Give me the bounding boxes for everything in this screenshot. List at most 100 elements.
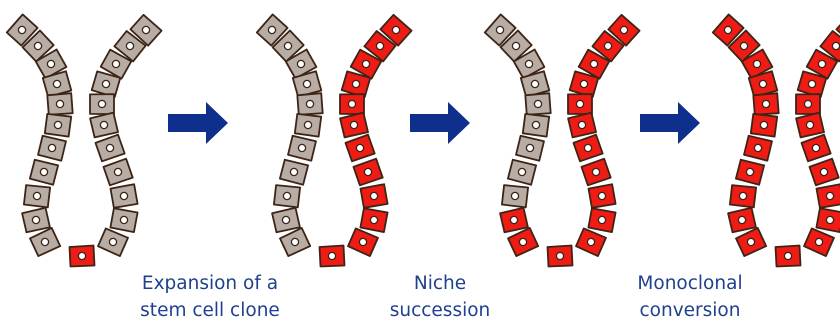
nucleus-icon — [40, 168, 47, 175]
cell-left-8 — [24, 185, 50, 207]
nucleus-icon — [109, 238, 116, 245]
cell-left-10 — [280, 228, 310, 256]
nucleus-icon — [328, 252, 335, 259]
cell-right-6 — [346, 135, 375, 162]
nucleus-icon — [598, 192, 605, 199]
nucleus-icon — [98, 100, 105, 107]
nucleus-icon — [510, 216, 517, 223]
nucleus-icon — [392, 26, 399, 33]
nucleus-icon — [282, 216, 289, 223]
nucleus-icon — [359, 238, 366, 245]
cell-left-7 — [736, 160, 764, 185]
cell-right-10 — [576, 228, 606, 256]
cell-left-9 — [22, 208, 50, 233]
nucleus-icon — [120, 192, 127, 199]
cell-right-5 — [340, 113, 368, 138]
cell-right-9 — [110, 208, 137, 232]
nucleus-icon — [826, 216, 833, 223]
nucleus-icon — [812, 144, 819, 151]
cell-bottom — [548, 246, 573, 267]
nucleus-icon — [534, 100, 541, 107]
nucleus-icon — [32, 216, 39, 223]
cell-left-9 — [500, 208, 528, 233]
cell-left-5 — [45, 114, 71, 137]
cell-left-5 — [751, 114, 777, 137]
caption-expansion: Expansion of a stem cell clone — [95, 270, 325, 324]
nucleus-icon — [518, 168, 525, 175]
nucleus-icon — [284, 42, 291, 49]
nucleus-icon — [754, 144, 761, 151]
cell-left-6 — [288, 136, 316, 161]
nucleus-icon — [304, 121, 311, 128]
cell-right-4 — [796, 94, 820, 114]
nucleus-icon — [102, 80, 109, 87]
cell-right-9 — [816, 208, 840, 232]
cell-left-7 — [508, 160, 536, 185]
cell-left-5 — [295, 114, 321, 137]
nucleus-icon — [53, 80, 60, 87]
cell-right-8 — [817, 184, 840, 208]
nucleus-icon — [511, 192, 518, 199]
cell-right-7 — [104, 159, 133, 186]
nucleus-icon — [525, 60, 532, 67]
cell-bottom — [320, 246, 345, 267]
caption-monoclonal-conversion: Monoclonal conversion — [575, 270, 805, 324]
cell-left-9 — [272, 208, 300, 233]
nucleus-icon — [526, 144, 533, 151]
nucleus-icon — [592, 168, 599, 175]
cell-left-6 — [744, 136, 772, 161]
nucleus-icon — [815, 238, 822, 245]
nucleus-icon — [112, 60, 119, 67]
nucleus-icon — [826, 192, 833, 199]
cell-right-7 — [354, 159, 383, 186]
nucleus-icon — [604, 42, 611, 49]
cell-right-8 — [361, 184, 388, 208]
cell-right-5 — [568, 113, 596, 138]
nucleus-icon — [746, 168, 753, 175]
nucleus-icon — [41, 238, 48, 245]
crypt-stage-1 — [7, 14, 162, 266]
nucleus-icon — [738, 216, 745, 223]
caption-expansion-line1: Expansion of a — [95, 270, 325, 297]
nucleus-icon — [56, 100, 63, 107]
cell-left-4 — [753, 93, 778, 115]
nucleus-icon — [18, 26, 25, 33]
nucleus-icon — [370, 192, 377, 199]
nucleus-icon — [740, 42, 747, 49]
nucleus-icon — [297, 60, 304, 67]
cell-right-9 — [360, 208, 387, 232]
nucleus-icon — [804, 100, 811, 107]
crypt-stage-2 — [257, 14, 412, 266]
nucleus-icon — [306, 100, 313, 107]
nucleus-icon — [519, 238, 526, 245]
cell-left-10 — [30, 228, 60, 256]
nucleus-icon — [556, 252, 563, 259]
nucleus-icon — [598, 216, 605, 223]
right-arrow-icon — [410, 102, 470, 144]
nucleus-icon — [33, 192, 40, 199]
nucleus-icon — [283, 192, 290, 199]
nucleus-icon — [114, 168, 121, 175]
cell-right-6 — [96, 135, 125, 162]
nucleus-icon — [126, 42, 133, 49]
nucleus-icon — [34, 42, 41, 49]
nucleus-icon — [590, 60, 597, 67]
cell-left-7 — [280, 160, 308, 185]
nucleus-icon — [759, 80, 766, 87]
nucleus-icon — [806, 121, 813, 128]
nucleus-icon — [724, 26, 731, 33]
cell-right-7 — [582, 159, 611, 186]
cell-left-6 — [38, 136, 66, 161]
nucleus-icon — [54, 121, 61, 128]
cell-left-8 — [274, 185, 300, 207]
right-arrow-icon — [168, 102, 228, 144]
nucleus-icon — [78, 252, 85, 259]
cell-bottom — [70, 246, 95, 267]
nucleus-icon — [818, 60, 825, 67]
nucleus-icon — [376, 42, 383, 49]
nucleus-icon — [268, 26, 275, 33]
nucleus-icon — [808, 80, 815, 87]
cell-right-10 — [804, 228, 834, 256]
nucleus-icon — [298, 144, 305, 151]
nucleus-icon — [578, 121, 585, 128]
